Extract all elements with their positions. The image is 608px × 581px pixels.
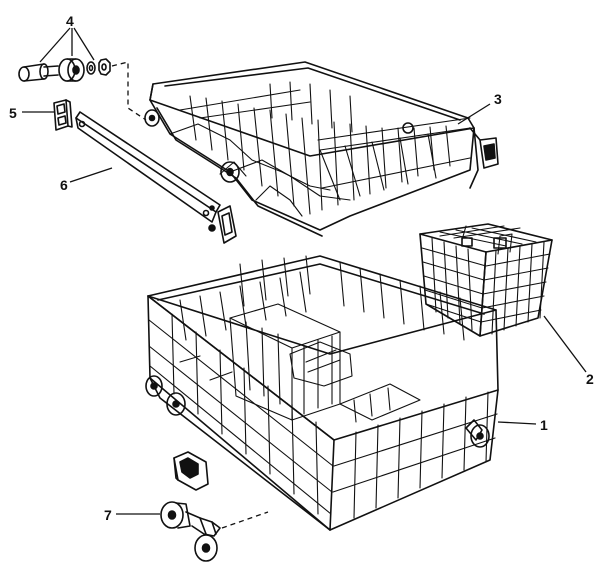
leader-1 xyxy=(497,421,537,425)
nut xyxy=(98,58,111,76)
callout-1: 1 xyxy=(540,417,548,433)
part-4-roller-hardware xyxy=(18,58,111,82)
part-2-silverware-basket xyxy=(419,223,553,337)
upper-rack-tines xyxy=(169,81,471,217)
leader-lines xyxy=(22,27,587,515)
assembly-line-4 xyxy=(111,61,147,121)
part-3-upper-rack xyxy=(144,61,499,237)
leader-4c xyxy=(73,27,95,61)
washer xyxy=(86,61,96,75)
lower-rack-tines xyxy=(148,255,498,519)
leader-3 xyxy=(457,103,491,125)
leader-2 xyxy=(543,315,587,373)
assembly-line-7 xyxy=(221,511,269,529)
leader-4a xyxy=(39,27,71,63)
part-1-lower-rack xyxy=(145,255,499,531)
callout-4: 4 xyxy=(66,13,74,29)
part-5-stop-clip xyxy=(53,99,73,131)
callout-5: 5 xyxy=(9,105,17,121)
part-7-roller-bracket xyxy=(160,451,221,562)
part-6-slide-rail xyxy=(75,111,237,244)
callout-2: 2 xyxy=(586,371,594,387)
leader-6 xyxy=(69,167,113,183)
basket-grid xyxy=(421,225,551,335)
roller-wheel xyxy=(58,58,85,82)
callout-7: 7 xyxy=(104,507,112,523)
callout-labels: 4 5 6 3 2 1 7 xyxy=(9,13,594,523)
callout-3: 3 xyxy=(494,91,502,107)
callout-6: 6 xyxy=(60,177,68,193)
bolt xyxy=(18,63,59,82)
